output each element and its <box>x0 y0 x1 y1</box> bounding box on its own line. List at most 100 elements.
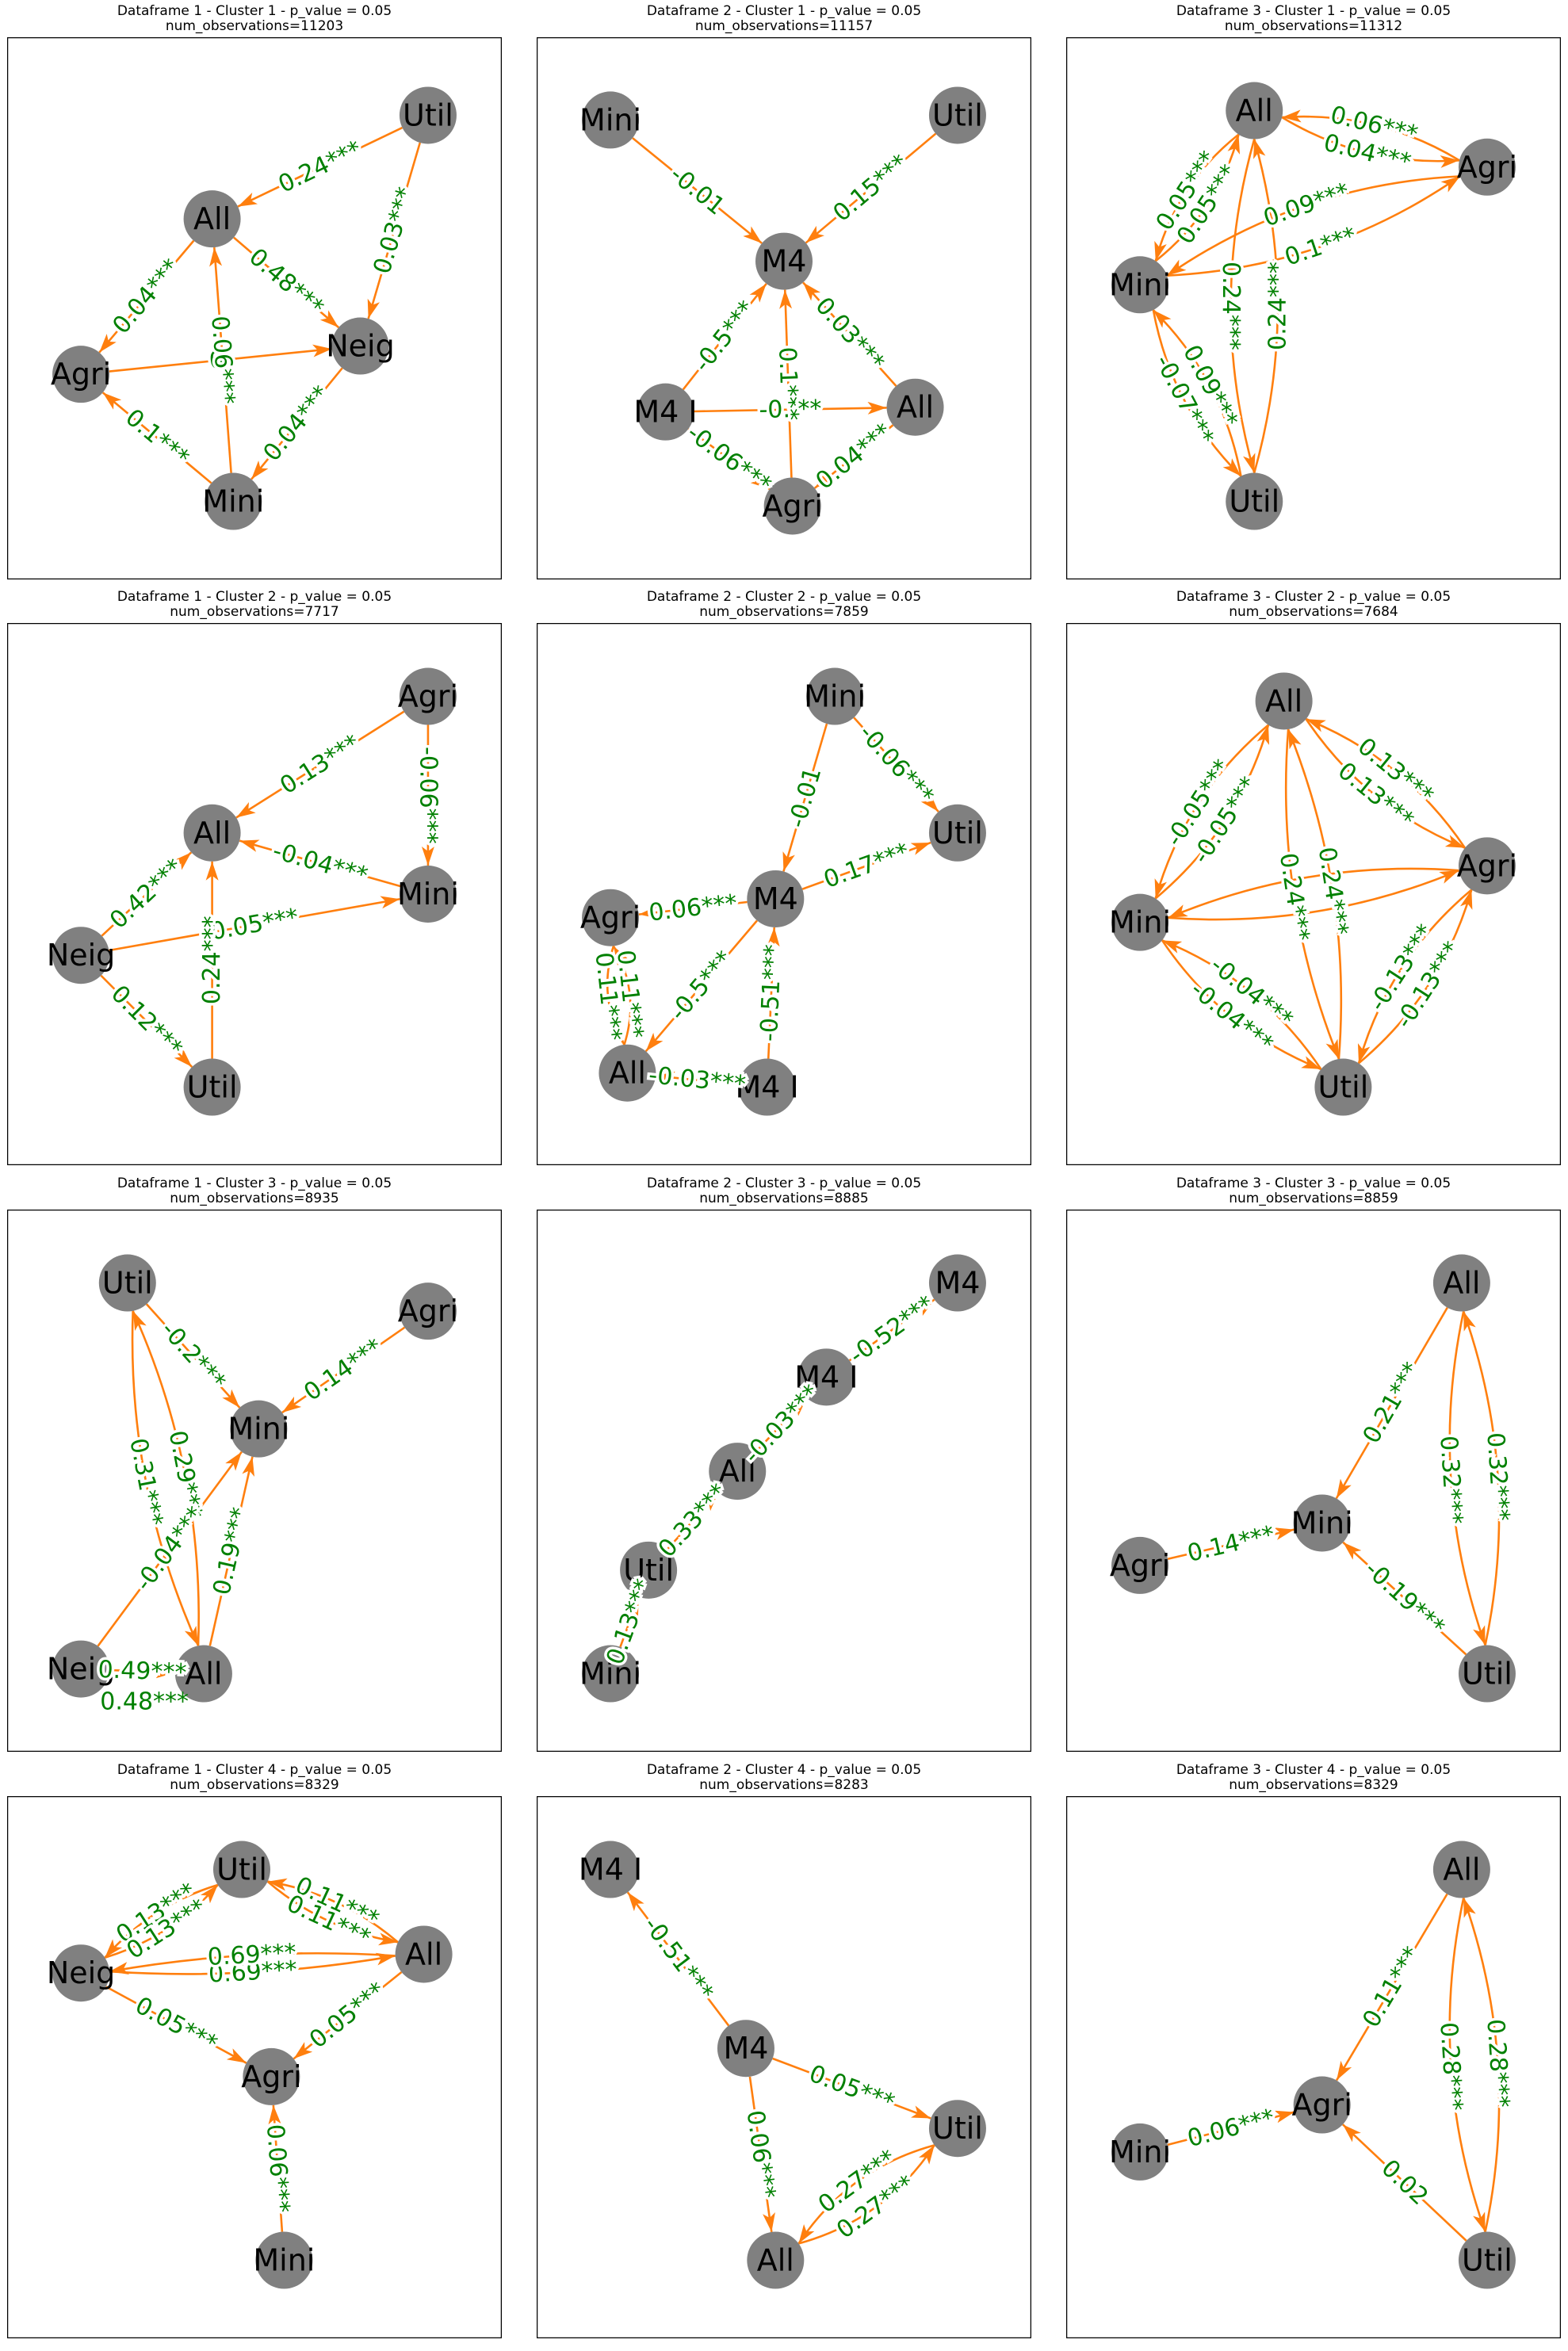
panel-title-line: Dataframe 2 - Cluster 2 - p_value = 0.05 <box>646 589 922 605</box>
node-label: All <box>609 1056 646 1091</box>
node-circle <box>582 91 640 149</box>
edge-arrow <box>801 841 931 890</box>
node-label: All <box>1443 1266 1480 1301</box>
node-label: All <box>897 390 934 425</box>
graph-node: All <box>1226 82 1283 140</box>
graph-node: Neig <box>47 1944 115 2002</box>
edge-arrow <box>1152 309 1242 476</box>
edge-arrow <box>756 1397 808 1451</box>
node-circle <box>1111 1536 1169 1594</box>
edge-arrow <box>132 1310 200 1646</box>
edge-weight-label: 0.49*** <box>98 1656 187 1687</box>
node-label: Util <box>932 97 983 132</box>
edge-arrow <box>109 896 400 952</box>
node-circle <box>331 317 389 375</box>
node-label: Agri <box>1457 848 1517 883</box>
graph-node: M4 I <box>633 383 698 441</box>
node-circle <box>928 2100 986 2158</box>
node-label: Util <box>102 1266 153 1301</box>
panel-title-line: Dataframe 2 - Cluster 1 - p_value = 0.05 <box>646 3 922 19</box>
node-label: All <box>719 1454 756 1489</box>
node-label: Neig <box>47 1955 115 1990</box>
graph-node: Agri <box>1110 1536 1170 1594</box>
edge-arrow <box>1167 1527 1295 1561</box>
node-circle <box>755 232 813 290</box>
edge-arrow <box>767 927 780 1059</box>
node-circle <box>395 1925 453 1983</box>
node-label: Util <box>932 2111 983 2146</box>
graph-node: All <box>395 1925 453 1983</box>
graph-node: Util <box>928 804 986 862</box>
node-label: M4 I <box>794 1359 858 1394</box>
node-circle <box>886 378 944 436</box>
edge-arrow <box>798 2144 935 2245</box>
edges <box>619 1298 935 1648</box>
panel-title: Dataframe 2 - Cluster 3 - p_value = 0.05… <box>537 1176 1031 1206</box>
edge-arrow <box>813 424 894 489</box>
graph-node: Util <box>1226 472 1283 530</box>
edge-arrow <box>1335 1306 1448 1499</box>
node-circle <box>174 1645 232 1703</box>
node-circle <box>1226 472 1283 530</box>
edge-arrow <box>612 945 632 1046</box>
graph-node: All <box>886 378 944 436</box>
graph-node: Mini <box>1109 2123 1171 2181</box>
edge-weight-label: 0.24*** <box>1264 262 1291 350</box>
edge-weight-label: 0.48*** <box>100 1688 189 1716</box>
edges <box>1167 1893 1501 2242</box>
node-circle <box>1458 837 1516 895</box>
graph-node: All <box>599 1044 656 1102</box>
graph-panel: AllAgriMiniUtil0.06***0.04***0.05***0.05… <box>1066 37 1561 579</box>
edge-arrow <box>805 132 937 244</box>
graph-node: All <box>1255 672 1313 730</box>
graph-node: Agri <box>241 2047 302 2105</box>
edges <box>104 1878 403 2232</box>
graph-panel: AllAgriMiniUtil0.11***0.06***0.020.28***… <box>1066 1796 1561 2338</box>
node-circle <box>1432 1841 1490 1898</box>
edge-arrow <box>694 401 887 415</box>
node-circle <box>1111 256 1169 314</box>
graph-node: Agri <box>1457 138 1517 196</box>
edge-arrow <box>1168 867 1459 919</box>
panel-subtitle-line: num_observations=11203 <box>165 18 344 34</box>
graph-node: Mini <box>1109 256 1171 314</box>
node-label: Neig <box>326 329 394 364</box>
edge-arrow <box>619 1596 640 1648</box>
edge-arrow <box>1306 717 1467 849</box>
node-circle <box>637 383 694 441</box>
node-label: All <box>185 1657 222 1692</box>
node-circle <box>230 1400 288 1458</box>
graph-node: Util <box>928 86 986 144</box>
node-circle <box>1458 2231 1516 2289</box>
graph-node: Util <box>620 1541 678 1599</box>
edge-arrow <box>1463 1311 1501 1646</box>
panel-subtitle-line: num_observations=8329 <box>170 1777 339 1793</box>
edge-arrow <box>1305 718 1466 849</box>
node-circle <box>255 2231 313 2289</box>
graph-node: Agri <box>1457 837 1517 895</box>
node-circle <box>928 804 986 862</box>
node-label: Util <box>1318 1070 1368 1105</box>
edge-arrow <box>1287 728 1343 1060</box>
edge-weight-label: 0.28*** <box>1481 2018 1514 2108</box>
node-label: Mini <box>253 2243 315 2278</box>
panel-title-line: Dataframe 3 - Cluster 2 - p_value = 0.05 <box>1176 589 1451 605</box>
edge-arrow <box>1167 175 1461 277</box>
panel-title-line: Dataframe 3 - Cluster 4 - p_value = 0.05 <box>1176 1762 1451 1778</box>
edges <box>626 1891 935 2245</box>
edge-arrow <box>682 283 767 391</box>
edges <box>1152 109 1461 477</box>
panel-title: Dataframe 3 - Cluster 1 - p_value = 0.05… <box>1066 4 1561 34</box>
panel-subtitle-line: num_observations=8283 <box>699 1777 869 1793</box>
edge-arrow <box>101 392 212 484</box>
edge-arrow <box>1357 889 1473 1064</box>
edge-arrow <box>687 428 771 491</box>
node-circle <box>212 1841 270 1898</box>
edge-arrow <box>1154 724 1270 900</box>
edge-arrow <box>109 1665 175 1679</box>
edge-arrow <box>772 2057 931 2120</box>
